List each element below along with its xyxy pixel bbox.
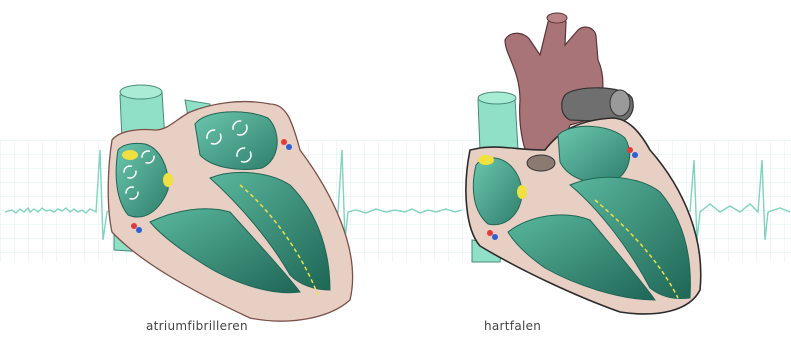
marker-red-left-a: [281, 139, 287, 145]
marker-blue-right-b: [492, 234, 498, 240]
aortic-valve: [527, 155, 555, 171]
marker-red-right-b: [487, 230, 493, 236]
marker-blue-left-b: [136, 227, 142, 233]
heart-left: [108, 85, 352, 321]
superior-vena-cava-right: [478, 98, 518, 150]
aorta-branch-top: [547, 13, 567, 23]
marker-red-left-b: [131, 223, 137, 229]
left-atrium-left: [195, 112, 277, 170]
vessel-top-left: [120, 85, 162, 99]
av-node-right: [517, 185, 527, 199]
caption-heart-failure: hartfalen: [484, 319, 541, 333]
ring-opening: [610, 90, 630, 116]
marker-blue-right-a: [632, 152, 638, 158]
caption-atrial-fibrillation: atriumfibrilleren: [146, 319, 248, 333]
marker-red-right-a: [627, 147, 633, 153]
av-node-left: [163, 173, 173, 187]
vessel-top-right: [478, 92, 516, 104]
sinus-node-right: [478, 155, 494, 165]
marker-blue-left-a: [286, 144, 292, 150]
sinus-node-left: [122, 150, 138, 160]
